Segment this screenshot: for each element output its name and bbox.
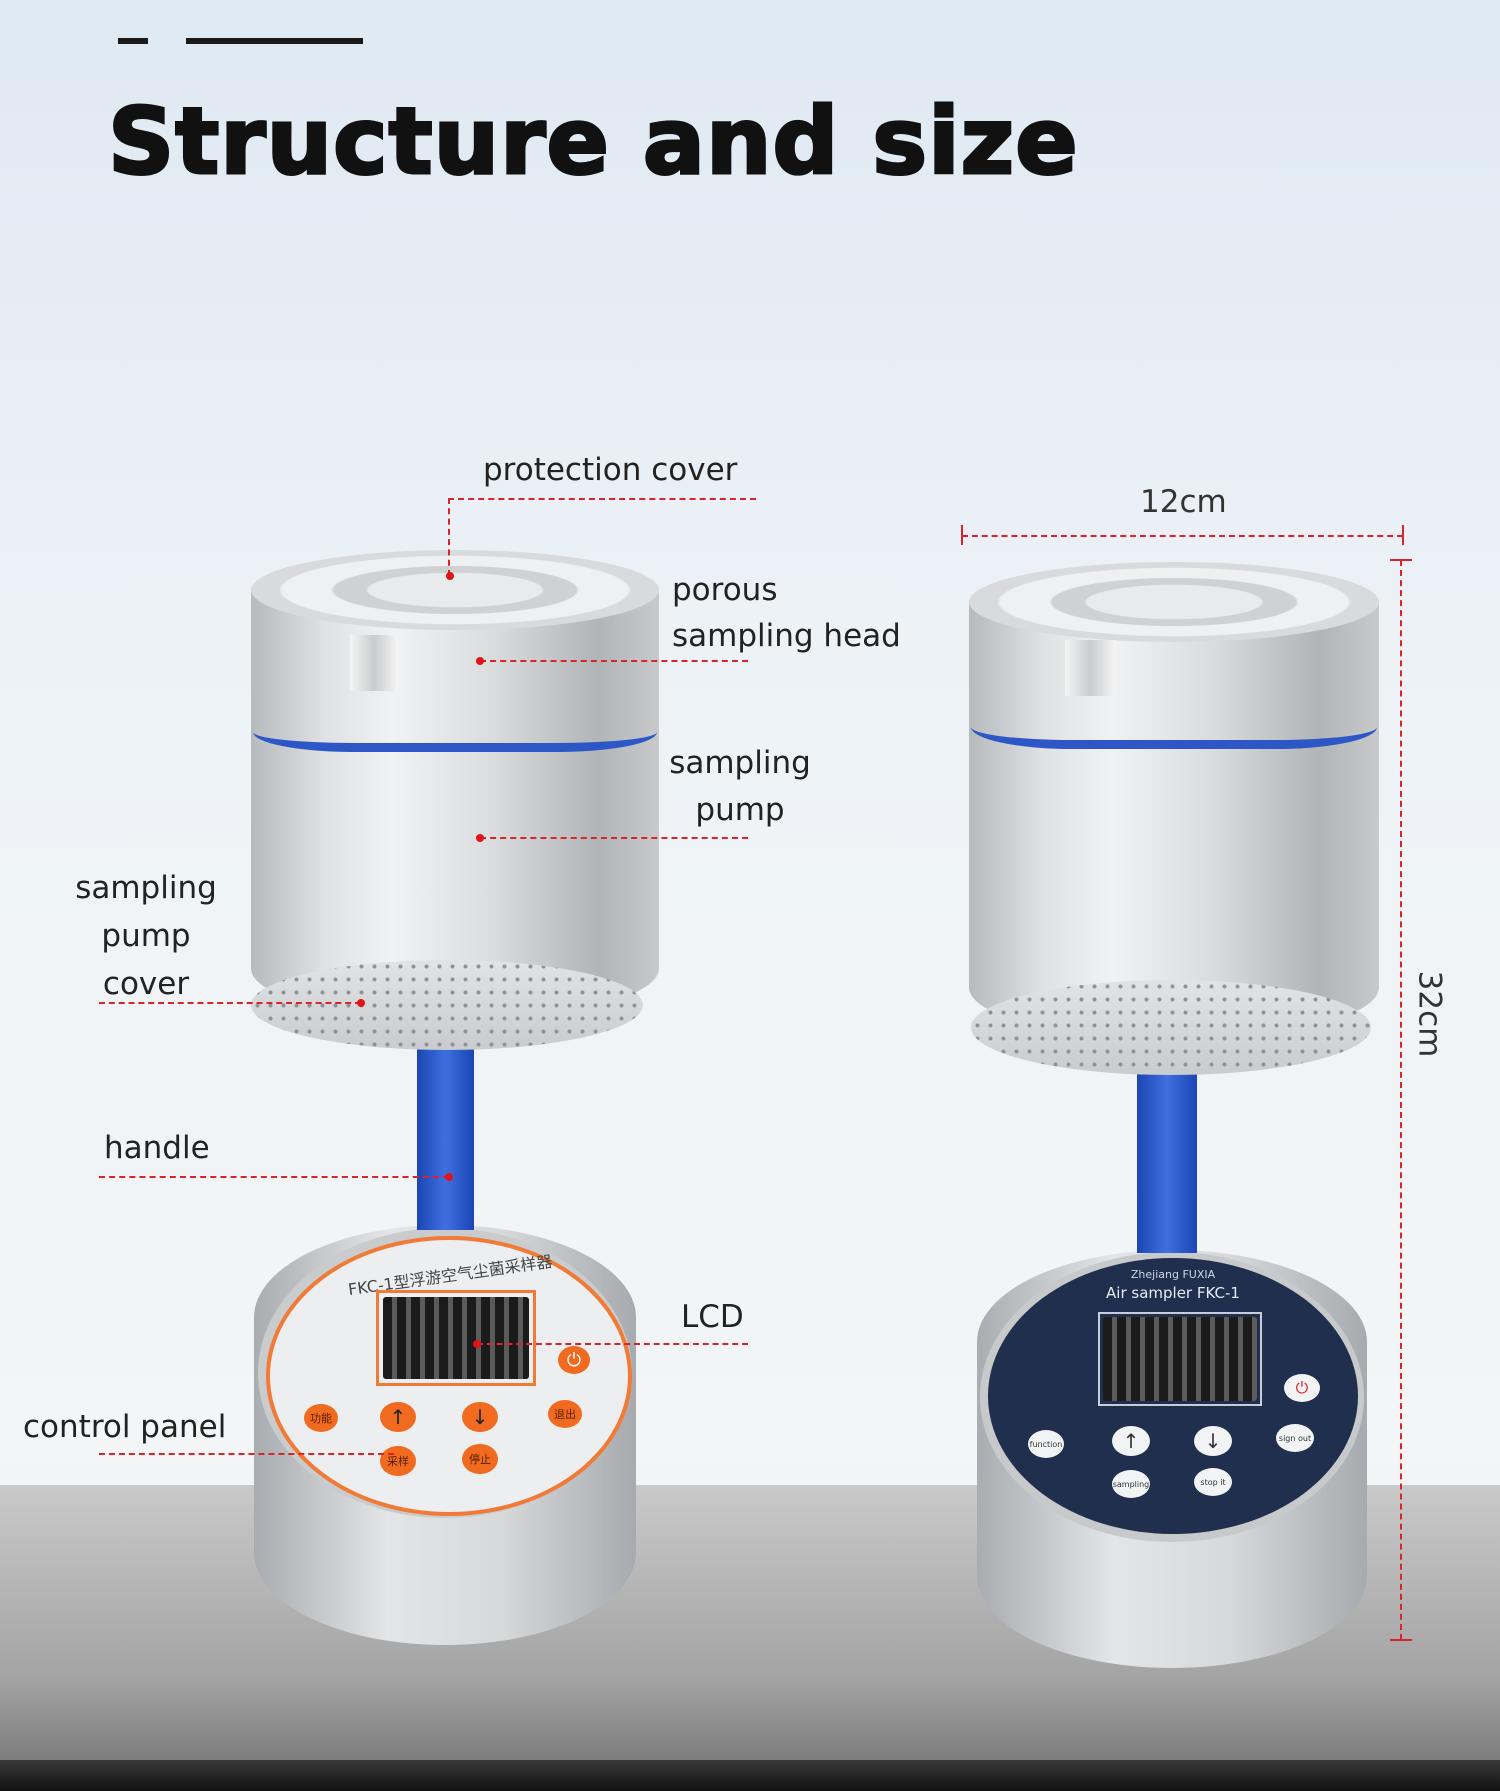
dimension-tick bbox=[1390, 559, 1412, 561]
up-button[interactable]: ↑ bbox=[380, 1402, 416, 1432]
label-porous: porous bbox=[672, 572, 778, 608]
decor-dash-short bbox=[118, 38, 148, 44]
blue-band bbox=[253, 712, 657, 752]
power-button[interactable]: ⏻ bbox=[1284, 1374, 1320, 1402]
label-protection-cover: protection cover bbox=[483, 452, 738, 488]
leader-line bbox=[480, 837, 748, 839]
page-title: Structure and size bbox=[107, 87, 1080, 197]
sampling-pump bbox=[969, 600, 1379, 1040]
sampling-pump-cover bbox=[971, 980, 1371, 1075]
sampling-button[interactable]: 采样 bbox=[380, 1446, 416, 1476]
label-cover: cover bbox=[102, 966, 190, 1002]
decor-dash-long bbox=[186, 38, 363, 44]
label-sampling: sampling bbox=[75, 870, 217, 906]
panel-brand: Zhejiang FUXIA bbox=[1130, 1268, 1216, 1281]
blue-band bbox=[971, 705, 1377, 749]
sampling-button[interactable]: sampling bbox=[1112, 1470, 1150, 1498]
panel-model: Air sampler FKC-1 bbox=[1106, 1284, 1240, 1302]
leader-dot bbox=[473, 1340, 481, 1348]
sampling-pump bbox=[251, 590, 659, 1020]
label-sampling: sampling bbox=[669, 745, 811, 781]
porous-sampling-head bbox=[251, 550, 659, 630]
up-button[interactable]: ↑ bbox=[1112, 1426, 1150, 1456]
sign-out-button[interactable]: sign out bbox=[1276, 1424, 1314, 1452]
handle[interactable] bbox=[417, 1045, 474, 1230]
lcd-frame bbox=[376, 1290, 536, 1386]
leader-dot bbox=[446, 572, 454, 580]
dimension-tick bbox=[961, 525, 963, 545]
porous-sampling-head bbox=[969, 562, 1379, 642]
label-pump: pump bbox=[101, 918, 191, 954]
sampling-pump-cover bbox=[251, 960, 643, 1050]
latch bbox=[350, 635, 398, 691]
leader-line bbox=[99, 1176, 449, 1178]
label-handle: handle bbox=[104, 1130, 210, 1166]
dimension-tick bbox=[1390, 1639, 1412, 1641]
height-dimension: 32cm bbox=[1411, 970, 1448, 1058]
leader-dot bbox=[476, 657, 484, 665]
lcd-frame bbox=[1098, 1312, 1262, 1406]
handle[interactable] bbox=[1137, 1068, 1197, 1253]
label-sampling-head: sampling head bbox=[672, 618, 901, 654]
leader-line bbox=[448, 498, 450, 576]
stop-button[interactable]: 停止 bbox=[462, 1444, 498, 1474]
lcd-screen bbox=[1103, 1317, 1257, 1401]
leader-line bbox=[99, 1002, 361, 1004]
leader-line bbox=[480, 660, 748, 662]
lcd-screen bbox=[383, 1297, 529, 1379]
exit-button[interactable]: 退出 bbox=[548, 1400, 582, 1428]
leader-line bbox=[477, 1343, 748, 1345]
stop-button[interactable]: stop it bbox=[1194, 1468, 1232, 1496]
leader-line bbox=[448, 498, 756, 500]
table-edge bbox=[0, 1760, 1500, 1791]
power-button[interactable]: ⏻ bbox=[558, 1346, 590, 1374]
down-button[interactable]: ↓ bbox=[1194, 1426, 1232, 1456]
leader-dot bbox=[357, 999, 365, 1007]
label-pump: pump bbox=[695, 792, 785, 828]
width-dimension: 12cm bbox=[1140, 484, 1227, 520]
leader-dot bbox=[445, 1173, 453, 1181]
control-panel: Zhejiang FUXIA Air sampler FKC-1 ⏻ funct… bbox=[988, 1258, 1358, 1534]
label-control-panel: control panel bbox=[23, 1409, 227, 1445]
latch bbox=[1065, 640, 1115, 696]
control-panel: FKC-1型浮游空气尘菌采样器 ⏻ 功能 ↑ ↓ 退出 采样 停止 bbox=[266, 1236, 632, 1516]
label-lcd: LCD bbox=[681, 1299, 744, 1335]
height-dimension-line bbox=[1400, 560, 1402, 1640]
down-button[interactable]: ↓ bbox=[462, 1402, 498, 1432]
function-button[interactable]: function bbox=[1028, 1430, 1064, 1458]
leader-line bbox=[99, 1453, 394, 1455]
leader-dot bbox=[476, 834, 484, 842]
dimension-tick bbox=[1402, 525, 1404, 545]
width-dimension-line bbox=[962, 535, 1403, 537]
function-button[interactable]: 功能 bbox=[304, 1404, 338, 1432]
